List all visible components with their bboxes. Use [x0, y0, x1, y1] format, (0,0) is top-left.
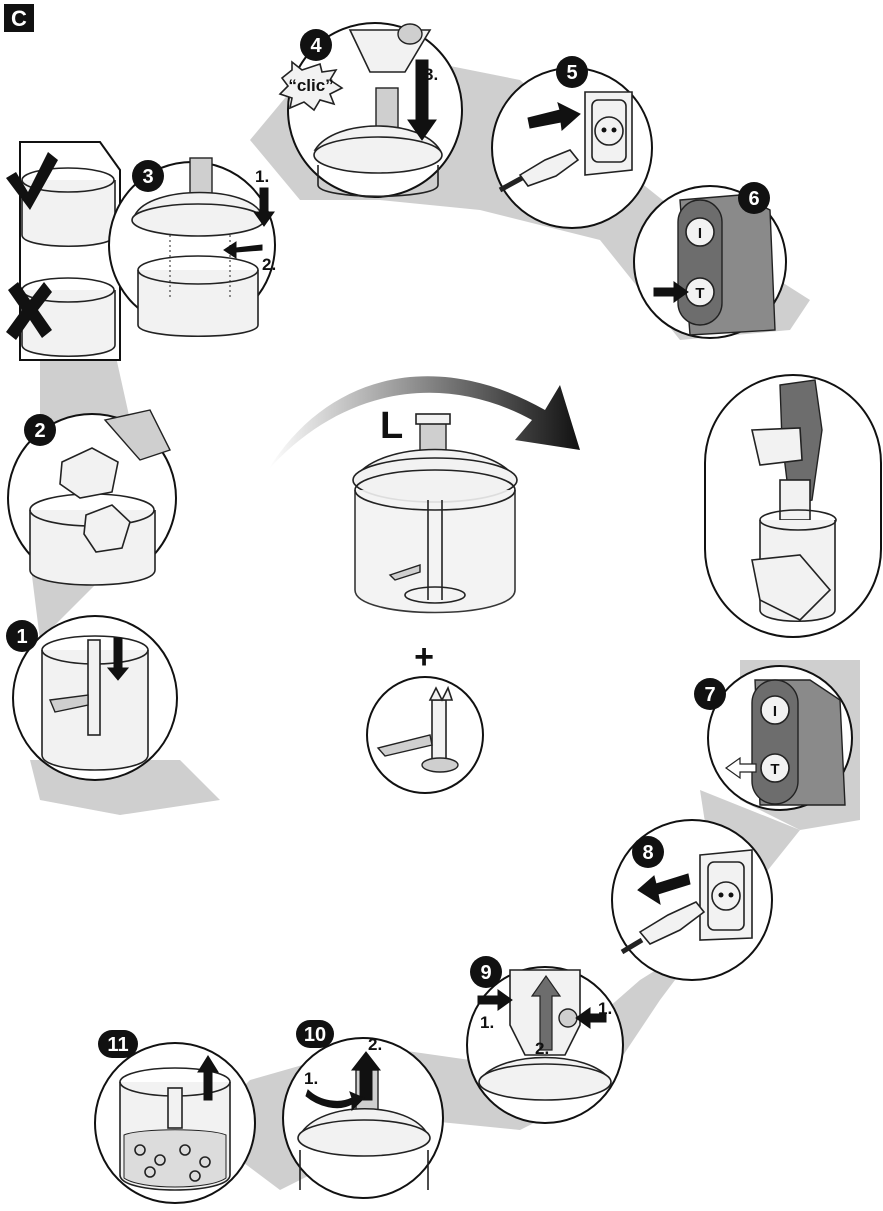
step-2-number: 2 [34, 420, 45, 442]
cross-icon [6, 282, 52, 340]
step-10-label-1: 1. [304, 1069, 318, 1088]
step-3-check-detail [6, 141, 121, 361]
rotation-arrow [268, 376, 580, 470]
step-3-label-2: 2. [262, 255, 276, 274]
step-4-clic-label: “clic” [288, 76, 333, 95]
step-7-release-arrow-icon [724, 756, 757, 780]
step-10-label-2: 2. [368, 1035, 382, 1054]
step-1-number: 1 [16, 626, 27, 648]
step-9-label-2: 2. [535, 1039, 549, 1058]
step-5-number: 5 [566, 62, 577, 84]
step-6: I T 6 [633, 182, 787, 339]
step-7-button-t: T [770, 761, 779, 778]
step-4: “clic” 3. 4 [278, 22, 463, 198]
step-3-number: 3 [142, 166, 153, 188]
step-7-number: 7 [704, 684, 715, 706]
blade-insert [366, 676, 484, 794]
step-1: 1 [6, 615, 178, 781]
step-10: 1. 2. 10 [282, 1020, 444, 1199]
check-icon [6, 152, 58, 210]
step-7-button-i: I [773, 703, 777, 720]
step-9-label-1b: 1. [598, 999, 612, 1018]
step-9-label-1a: 1. [480, 1013, 494, 1032]
step-5-arrow-icon [527, 102, 581, 132]
step-9: 1. 1. 2. 9 [466, 956, 624, 1124]
step-2: 2 [7, 409, 177, 586]
step-8-number: 8 [642, 842, 653, 864]
step-11-number: 11 [107, 1034, 128, 1056]
step-3: 1. 2. 3 [108, 157, 276, 337]
operation-panel [704, 374, 882, 638]
step-10-number: 10 [304, 1024, 326, 1046]
center-letter: L [380, 405, 403, 447]
step-9-number: 9 [480, 962, 491, 984]
step-8: 8 [611, 819, 773, 981]
step-4-number: 4 [310, 35, 322, 57]
step-6-button-t: T [695, 285, 704, 302]
step-6-button-i: I [698, 225, 702, 242]
corner-letter: C [11, 6, 27, 31]
chopper-bowl-center: L [352, 405, 518, 614]
step-5: 5 [491, 56, 653, 229]
plus-sign: + [414, 638, 434, 676]
step-7: I T 7 [694, 665, 853, 811]
step-3-label-1: 1. [255, 167, 269, 186]
corner-letter-badge: C [4, 4, 34, 32]
step-6-number: 6 [748, 188, 759, 210]
step-4-label-3: 3. [424, 65, 438, 84]
step-6-press-arrow-icon [653, 281, 689, 303]
step-8-arrow-icon [637, 873, 691, 906]
step-11: 11 [94, 1030, 256, 1204]
